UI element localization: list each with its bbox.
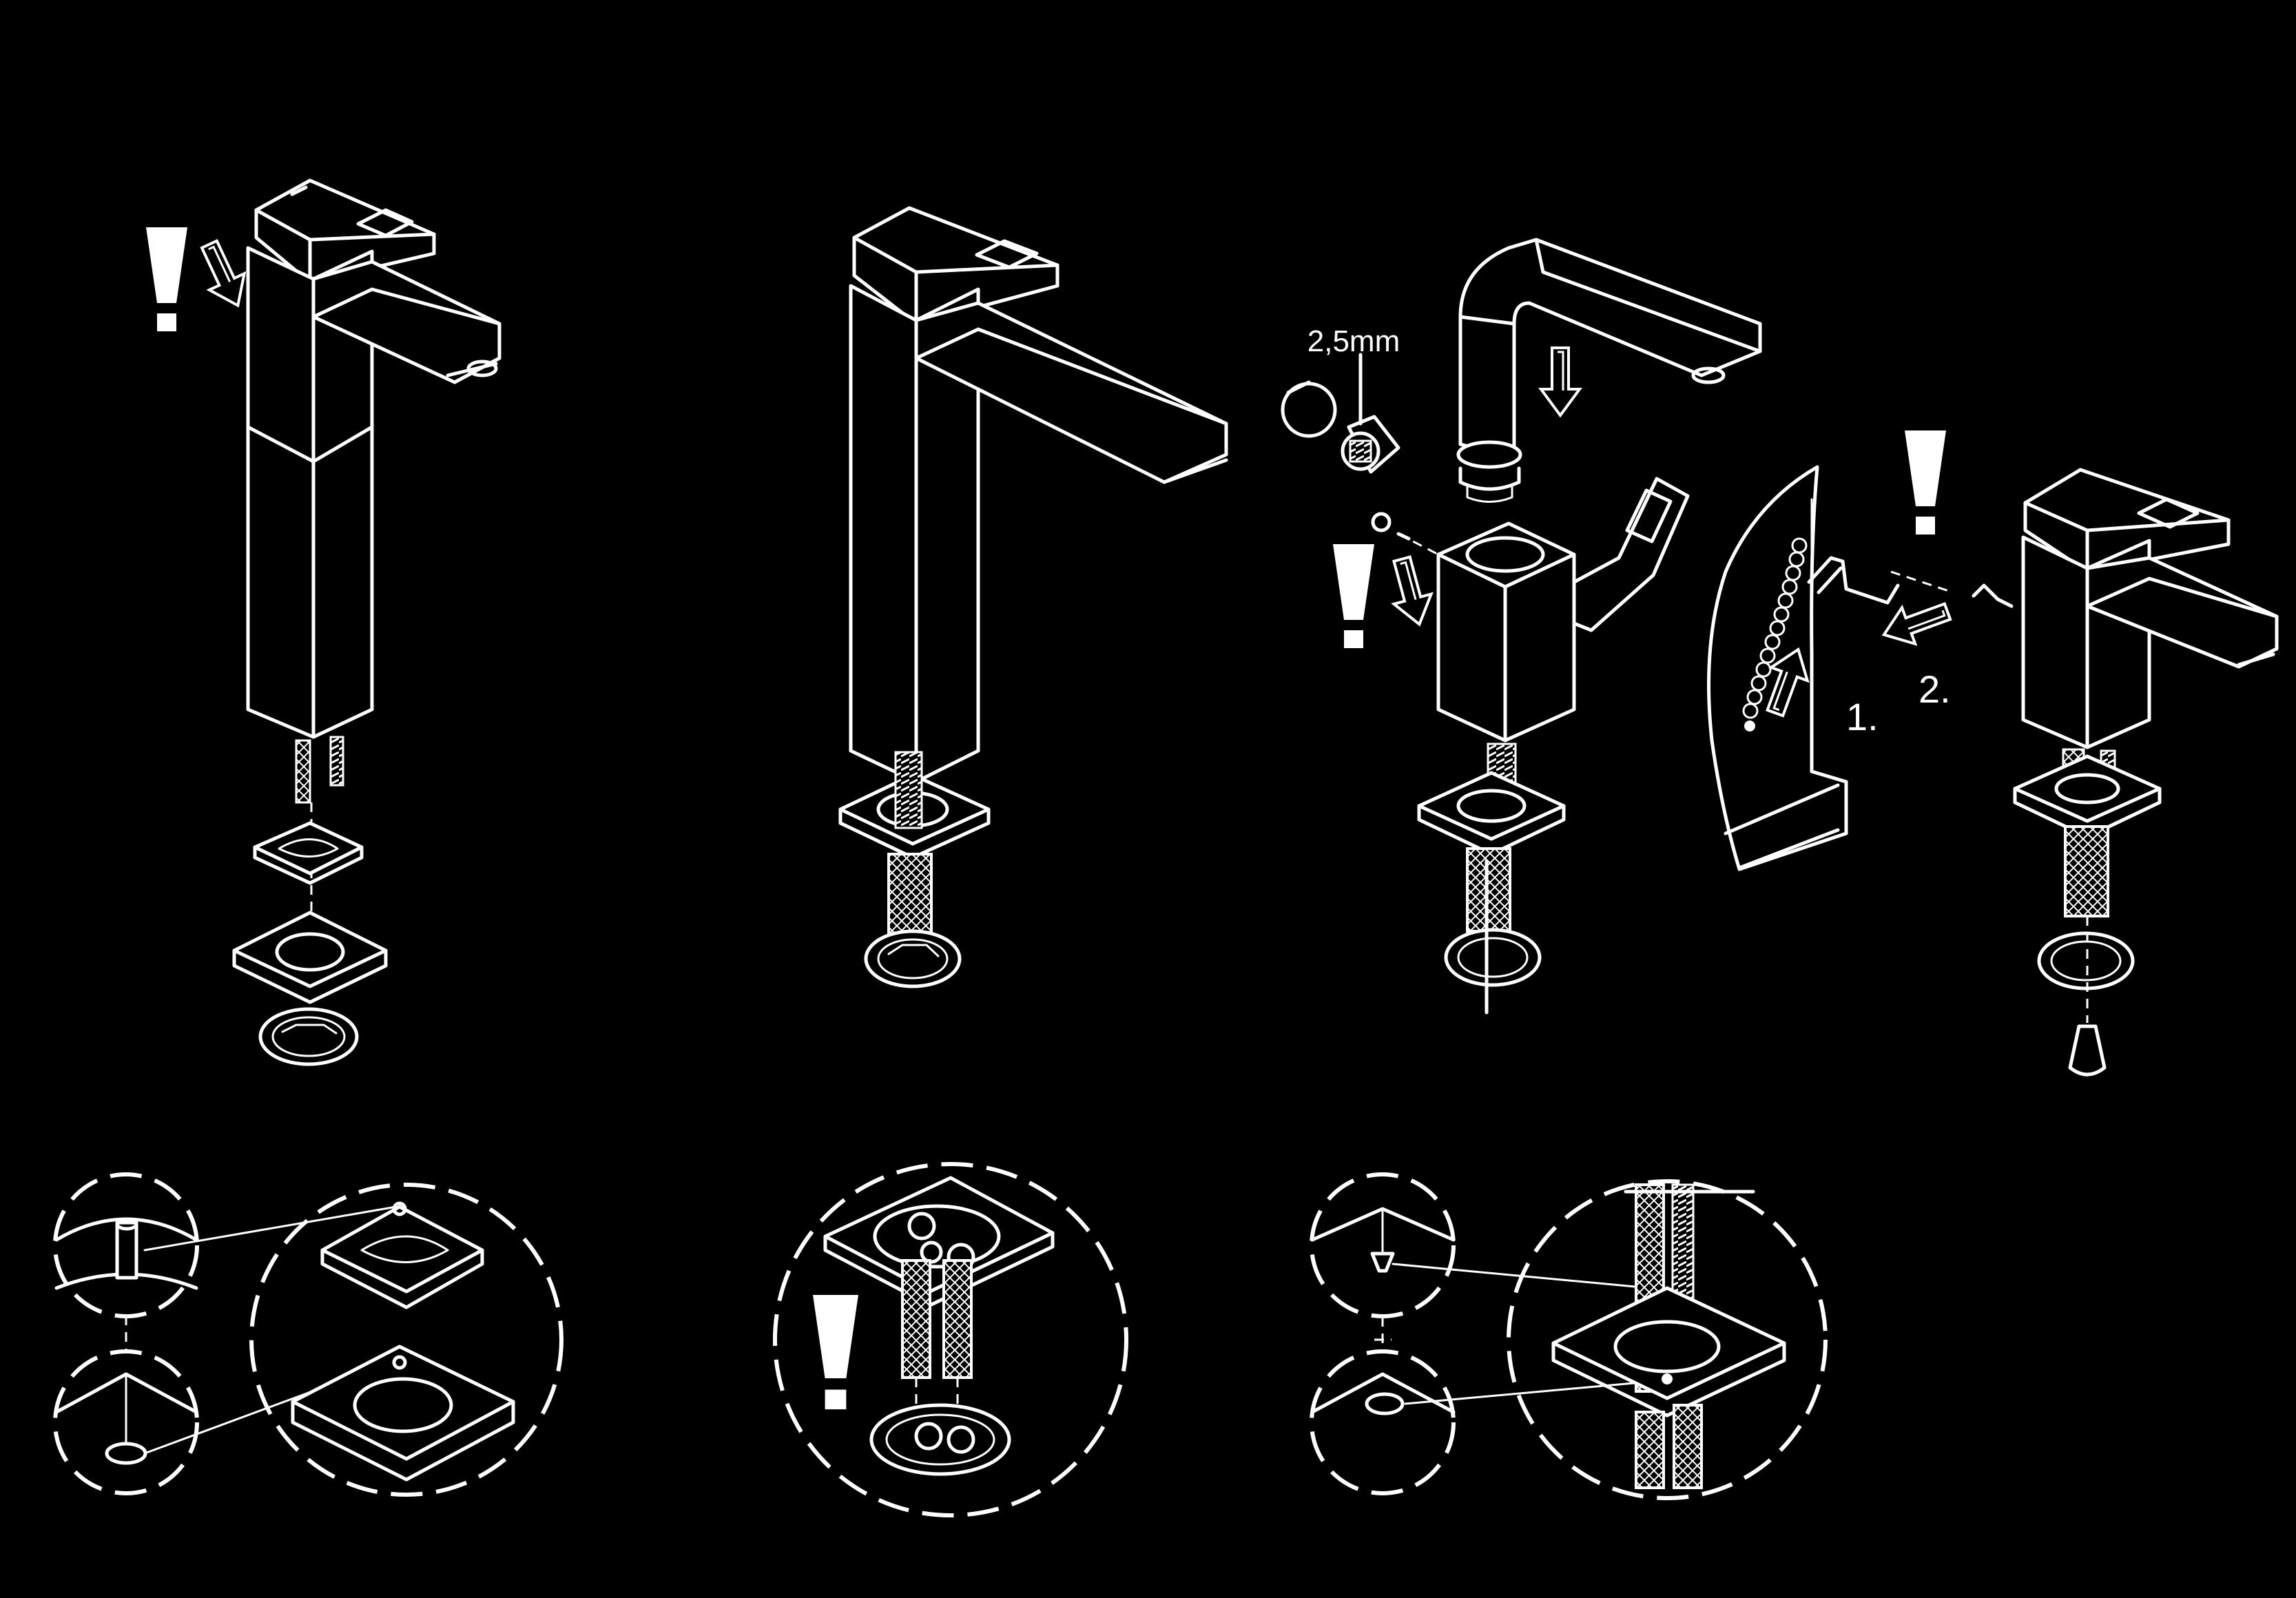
down-arrow-icon	[190, 234, 257, 315]
detail-3-drain-alignment	[1310, 1172, 1828, 1500]
down-arrow-icon	[1540, 346, 1581, 417]
warning-exclamation-icon	[813, 1295, 858, 1410]
figure-1-tall-faucet	[146, 178, 501, 1066]
popup-chain	[1742, 537, 1808, 731]
down-arrow-icon	[1382, 552, 1440, 631]
step-two-label: 2.	[1918, 667, 1951, 711]
step-one-label: 1.	[1846, 695, 1879, 738]
wrench-size-label: 2,5mm	[1307, 324, 1400, 358]
warning-exclamation-icon	[1333, 544, 1374, 648]
figure-3-spout-change: 2,5mm	[1281, 238, 1762, 1015]
detail-2-base-orientation	[773, 1162, 1128, 1517]
figure-4-popup-rod: 1. 2.	[1707, 430, 2279, 1077]
detail-1-washer-alignment	[53, 1172, 563, 1497]
warning-exclamation-icon	[1905, 430, 1946, 535]
warning-exclamation-icon	[146, 227, 187, 331]
figure-2-mounted-faucet	[838, 206, 1228, 988]
